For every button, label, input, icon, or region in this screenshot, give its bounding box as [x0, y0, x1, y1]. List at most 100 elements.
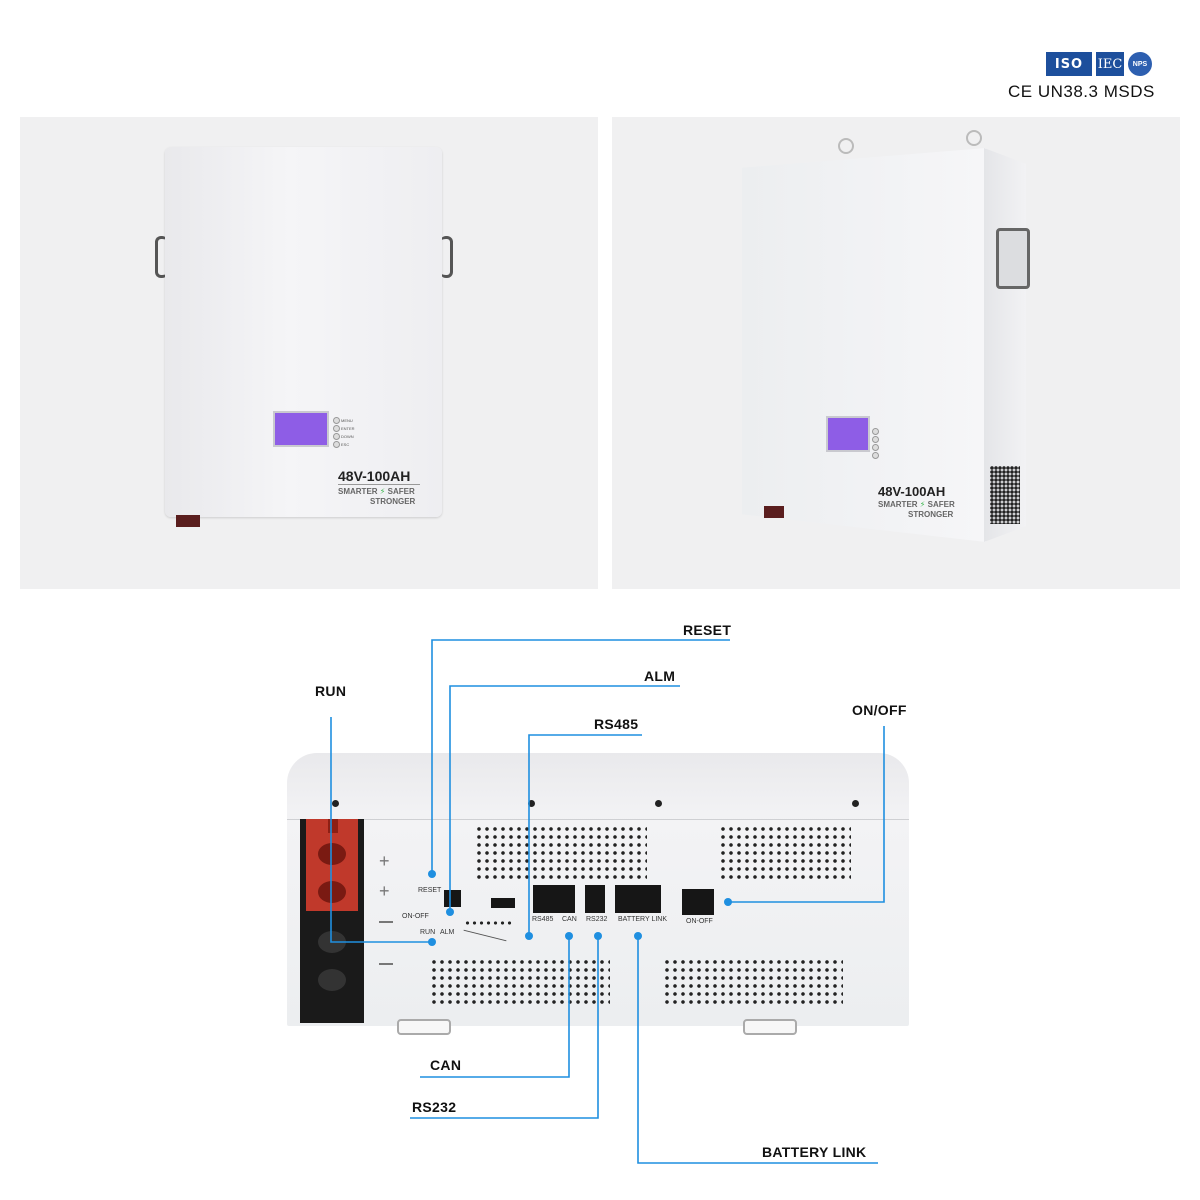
plus-sign-1: +: [379, 851, 390, 871]
reset-callout-line: [431, 639, 730, 874]
vent-bottom-right: [663, 958, 843, 1006]
run-callout-line: [330, 717, 432, 943]
reset-small-label: RESET: [418, 887, 442, 894]
esc-label: ESC: [341, 442, 350, 447]
minus-sign-1: [379, 921, 393, 923]
positive-bolt-2: [318, 881, 346, 903]
slogan-line1: SMARTER ⚡ SAFER: [338, 487, 415, 496]
side-vent: [990, 466, 1020, 524]
screw-1: [332, 800, 339, 807]
slogan-stronger: STRONGER: [370, 497, 416, 506]
screw-4: [852, 800, 859, 807]
reset-callout-dot: [428, 870, 436, 878]
indicator-leds: [464, 921, 514, 925]
side-handle: [996, 228, 1030, 289]
vent-top-right: [719, 825, 851, 881]
esc-button: [333, 441, 340, 448]
rear-foot-right: [743, 1019, 797, 1035]
menu-label: MENU: [341, 418, 353, 423]
plus-sign-2: +: [379, 881, 390, 901]
lcd-screen: [273, 411, 329, 447]
rs485-callout-line: [528, 734, 642, 936]
rs232-callout-label: RS232: [412, 1099, 457, 1115]
battery-link-port[interactable]: [615, 885, 661, 913]
alm-small-label: ALM: [440, 929, 455, 936]
rs232-small-label: RS232: [586, 916, 608, 923]
rs485-small-label: RS485: [532, 916, 554, 923]
enter-label: ENTER: [341, 426, 355, 431]
screw-2: [528, 800, 535, 807]
battery-front-view: MENU ENTER DOWN ESC 48V-100AH SMARTER ⚡ …: [165, 147, 442, 517]
down-label: DOWN: [341, 434, 354, 439]
positive-cap: [328, 819, 338, 833]
rs485-callout-dot: [525, 932, 533, 940]
battery-link-callout-label: BATTERY LINK: [762, 1144, 867, 1160]
esc-button-angled: [872, 452, 879, 459]
slogan-stronger-angled: STRONGER: [908, 510, 954, 519]
positive-bolt-1: [318, 843, 346, 865]
reset-button[interactable]: [444, 890, 461, 907]
rs485-port[interactable]: [533, 885, 575, 913]
battery-link-small-label: BATTERY LINK: [618, 916, 668, 923]
nps-logo: NPS: [1128, 52, 1152, 76]
enter-button: [333, 425, 340, 432]
menu-button: [333, 417, 340, 424]
enter-button-angled: [872, 436, 879, 443]
can-callout-line: [420, 936, 570, 1078]
bolt-icon: ⚡: [379, 487, 386, 496]
vent-bottom-center: [430, 958, 610, 1006]
battery-link-callout-line: [637, 936, 878, 1164]
alm-callout-label: ALM: [644, 668, 676, 684]
lcd-screen-angled: [826, 416, 870, 452]
rear-panel: + + RESET ON-OFF RUN ALM RS485 CAN RS232…: [287, 753, 909, 1035]
right-handle: [440, 236, 453, 278]
negative-bolt-2: [318, 969, 346, 991]
battery-link-callout-dot: [634, 932, 642, 940]
menu-button-angled: [872, 428, 879, 435]
slogan-safer: SAFER: [387, 487, 415, 496]
hanger-right: [966, 130, 982, 146]
battery-angled-view: [742, 148, 986, 542]
onoff-callout-line: [728, 726, 885, 903]
screw-3: [655, 800, 662, 807]
bolt-icon-angled: ⚡: [919, 500, 926, 509]
onoff-switch[interactable]: [682, 889, 714, 915]
rs232-callout-line: [410, 936, 599, 1119]
rs232-port[interactable]: [585, 885, 605, 913]
run-callout-dot: [428, 938, 436, 946]
rear-panel-seam: [287, 819, 909, 820]
left-handle: [155, 236, 168, 278]
onoff-small-label: ON-OFF: [402, 913, 429, 920]
can-small-label: CAN: [562, 916, 577, 923]
rear-foot-left: [397, 1019, 451, 1035]
dip-switch[interactable]: [491, 898, 515, 908]
run-callout-label: RUN: [315, 683, 347, 699]
onoff-callout-label: ON/OFF: [852, 702, 907, 718]
rs232-callout-dot: [594, 932, 602, 940]
can-callout-dot: [565, 932, 573, 940]
iso-logo: ISO: [1046, 52, 1092, 76]
reset-callout-label: RESET: [683, 622, 732, 638]
down-button: [333, 433, 340, 440]
can-callout-label: CAN: [430, 1057, 462, 1073]
slogan-safer-angled: SAFER: [927, 500, 955, 509]
certification-logos: ISO IEC NPS: [1046, 52, 1152, 76]
switch-small-label: ON-OFF: [686, 918, 713, 925]
model-text-angled: 48V-100AH: [878, 484, 946, 499]
rs485-callout-label: RS485: [594, 716, 639, 732]
slogan-line1-angled: SMARTER ⚡ SAFER: [878, 500, 955, 509]
alm-callout-line: [449, 685, 680, 912]
minus-sign-2: [379, 963, 393, 965]
onoff-callout-dot: [724, 898, 732, 906]
model-text: 48V-100AH: [338, 468, 411, 484]
certification-text: CE UN38.3 MSDS: [1008, 82, 1155, 101]
run-small-label: RUN: [420, 929, 436, 936]
slogan-smarter: SMARTER: [338, 487, 378, 496]
iec-logo: IEC: [1096, 52, 1124, 76]
hanger-left: [838, 138, 854, 154]
battery-angled-side: [984, 148, 1026, 542]
angled-feet: [764, 506, 784, 518]
front-feet: [176, 515, 200, 527]
model-underline: [338, 484, 420, 485]
